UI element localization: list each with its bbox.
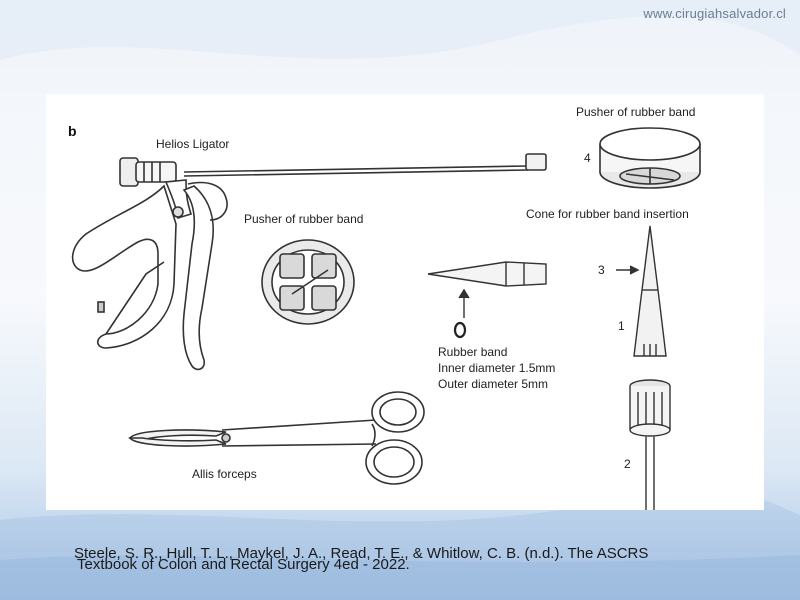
instrument-diagram: b Helios Ligator — [68, 105, 701, 510]
label-number-1: 1 — [618, 319, 625, 333]
panel-letter: b — [68, 123, 77, 139]
allis-forceps-drawing — [128, 391, 425, 485]
pusher-center-drawing — [261, 239, 355, 325]
label-cone: Cone for rubber band insertion — [526, 207, 689, 221]
helios-ligator-drawing — [71, 153, 547, 371]
label-number-2: 2 — [624, 457, 631, 471]
label-allis-forceps: Allis forceps — [192, 467, 257, 481]
label-number-3: 3 — [598, 263, 605, 277]
label-pusher-center: Pusher of rubber band — [244, 212, 363, 226]
pusher-top-right-drawing — [599, 127, 701, 189]
handle-cylinder-drawing — [629, 379, 671, 510]
insertion-cone-drawing — [616, 225, 667, 357]
rubber-band-ring — [453, 321, 467, 339]
label-outer-diameter: Outer diameter 5mm — [438, 377, 548, 391]
label-inner-diameter: Inner diameter 1.5mm — [438, 361, 555, 375]
website-watermark: www.cirugiahsalvador.cl — [643, 6, 786, 21]
label-helios-ligator: Helios Ligator — [156, 137, 229, 151]
instrument-figure: b Helios Ligator — [46, 94, 764, 510]
citation-line-1: Steele, S. R., Hull, T. L., Maykel, J. A… — [74, 545, 649, 562]
citation-reference: Steele, S. R., Hull, T. L., Maykel, J. A… — [74, 545, 754, 573]
label-pusher-top-right: Pusher of rubber band — [576, 105, 695, 119]
citation-line-2: Textbook of Colon and Rectal Surgery 4ed… — [77, 556, 410, 573]
label-rubber-band: Rubber band — [438, 345, 507, 359]
label-number-4: 4 — [584, 151, 591, 165]
small-cone-drawing — [427, 261, 547, 318]
